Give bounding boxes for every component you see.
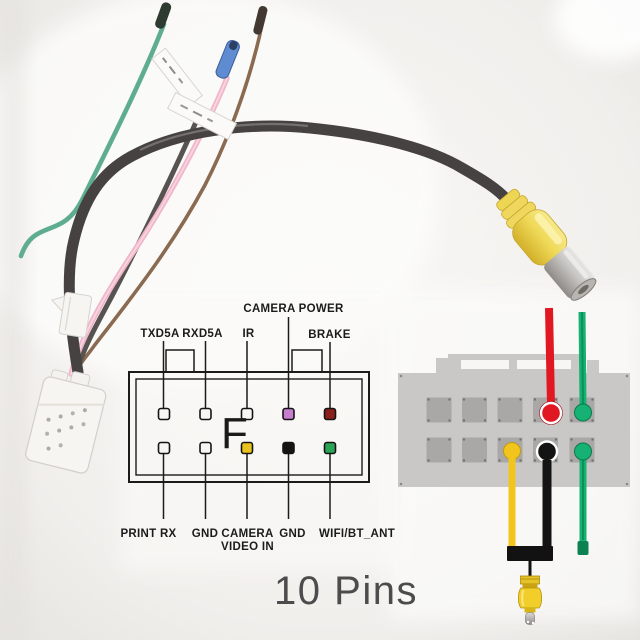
green-wire-2-terminal [574, 442, 592, 461]
photo-harness [18, 2, 597, 474]
cable-tie-wrap [50, 291, 93, 338]
pin-5-brake [323, 407, 337, 421]
brown-wire-tip [253, 6, 268, 35]
brown-wire [74, 32, 262, 374]
light-glow-top-right [554, 0, 640, 60]
gray-wire [74, 119, 199, 373]
diagram-inner-border [135, 378, 363, 476]
label-camera: CAMERA [221, 528, 273, 540]
pin-6-print-rx [157, 441, 171, 455]
light-sheen-center [120, 300, 400, 570]
pin-2-rxd5a [199, 407, 212, 421]
key-letter-f: F [221, 409, 248, 458]
label-brake: BRAKE [308, 329, 350, 341]
red-wire [545, 307, 555, 406]
pin-row-bottom [157, 441, 337, 455]
pin-count-label: 10 Pins [274, 569, 418, 613]
label-gnd-1: GND [192, 528, 218, 540]
label-video-in: VIDEO IN [221, 541, 274, 553]
connector-tab-left [436, 358, 448, 374]
label-txd5a: TXD5A [140, 328, 179, 340]
leader-bridge-left [165, 349, 195, 372]
pink-wire-blue-tip [215, 39, 240, 79]
label-gnd-2: GND [279, 528, 305, 540]
teal-wire-tip [155, 2, 172, 29]
label-print-rx: PRINT RX [120, 528, 176, 540]
wire-label-tag [151, 47, 238, 141]
connector-tab-right [587, 360, 599, 374]
junction-bar [507, 546, 553, 561]
vignette-left [0, 0, 26, 640]
label-rxd5a: RXD5A [182, 328, 222, 340]
main-cable [63, 120, 514, 378]
pinout-diagram: F TXD5A RXD5A IR CAMERA POWER BRAKE PRIN… [120, 303, 395, 553]
pin-8-camera-video-in [240, 441, 254, 455]
rca-mini-plug [517, 575, 543, 625]
top-leader-lines [162, 317, 331, 408]
bottom-leader-lines [162, 453, 331, 519]
rca-mini-stem [528, 561, 532, 577]
black-wire-terminal [535, 440, 559, 463]
green-wire-terminal [574, 403, 592, 422]
pin-1-txd5a [157, 407, 171, 421]
connector-illustration [398, 307, 630, 625]
pin-4-camera-power [282, 407, 295, 421]
label-wifi-bt-ant: WIFI/BT_ANT [319, 528, 395, 540]
diagram-outer-border [128, 371, 370, 483]
pin-9-gnd [282, 441, 295, 455]
white-plug [25, 369, 107, 474]
connector-slot-1 [461, 360, 509, 369]
red-wire-terminal [539, 401, 563, 425]
teal-wire [18, 21, 167, 259]
pin-10-wifi-bt-ant [323, 441, 337, 455]
pin-row-top [157, 407, 337, 421]
label-ir: IR [242, 328, 254, 340]
pin-3-ir [240, 407, 254, 421]
yellow-wire-terminal [503, 442, 521, 460]
leader-bridge-right [291, 349, 323, 372]
label-camera-power: CAMERA POWER [243, 303, 344, 315]
connector-slot-2 [517, 360, 571, 369]
rca-female-jack [496, 188, 597, 301]
green-wire-2-end-cap [577, 541, 589, 555]
pin-7-gnd [199, 441, 212, 455]
